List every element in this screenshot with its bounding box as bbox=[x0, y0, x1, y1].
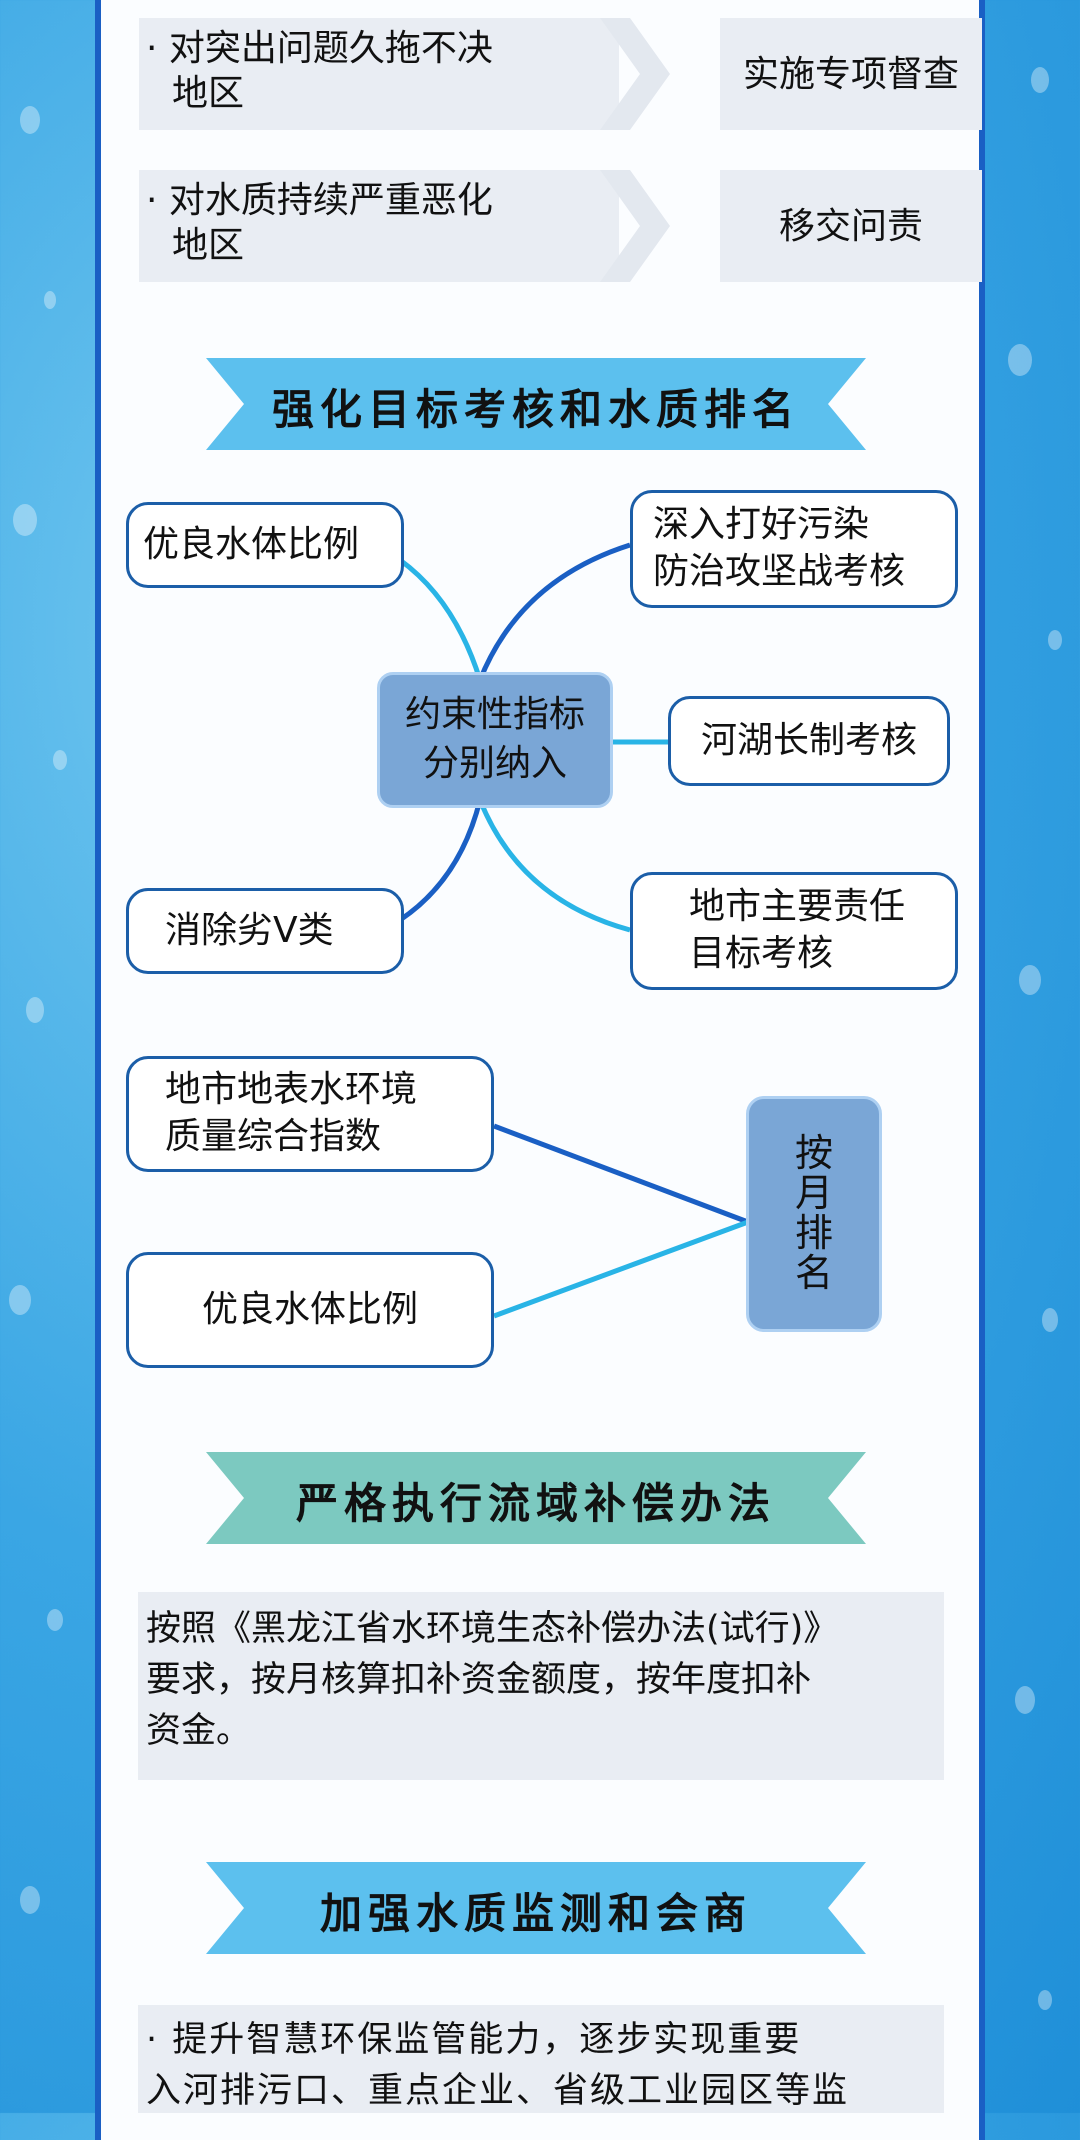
section-4-line-1: · 提升智慧环保监管能力，逐步实现重要 bbox=[146, 2020, 802, 2060]
center-node-line2: 分别纳入 bbox=[422, 743, 567, 784]
section-4-textbox: · 提升智慧环保监管能力，逐步实现重要 入河排污口、重点企业、省级工业园区等监 bbox=[138, 2005, 944, 2113]
center-node-line1: 约束性指标 bbox=[404, 694, 585, 736]
section-2-title: 强化目标考核和水质排名 bbox=[271, 385, 800, 434]
rank-node: 按 月 排 名 bbox=[746, 1096, 882, 1332]
rank-box-bottom: 优良水体比例 bbox=[126, 1252, 494, 1368]
section-3-banner bbox=[206, 1452, 866, 1544]
section-3-textbox: 按照《黑龙江省水环境生态补偿办法(试行)》 要求，按月核算扣补资金额度，按年度扣… bbox=[138, 1592, 944, 1780]
node-left-bottom-label: 消除劣V类 bbox=[165, 909, 334, 951]
row-2-right-text: 移交问责 bbox=[778, 205, 923, 247]
section-3-title: 严格执行流域补偿办法 bbox=[295, 1479, 776, 1528]
node-right-top-line1: 深入打好污染 bbox=[653, 504, 870, 546]
rank-box-top-line1: 地市地表水环境 bbox=[165, 1069, 418, 1111]
rank-node-char-3: 排 bbox=[794, 1211, 833, 1255]
row-1-left-line2: 地区 bbox=[172, 73, 245, 114]
center-node: 约束性指标 分别纳入 bbox=[377, 672, 613, 808]
node-right-bottom-line1: 地市主要责任 bbox=[689, 886, 906, 928]
row-2-right-box: 移交问责 bbox=[720, 170, 982, 282]
node-right-top-line2: 防治攻坚战考核 bbox=[653, 551, 906, 592]
node-right-mid: 河湖长制考核 bbox=[668, 696, 950, 786]
section-4-title: 加强水质监测和会商 bbox=[319, 1889, 752, 1938]
row-2-left-text: · 对水质持续严重恶化 地区 bbox=[146, 178, 616, 268]
node-right-mid-label: 河湖长制考核 bbox=[700, 719, 917, 761]
node-right-top: 深入打好污染 防治攻坚战考核 bbox=[630, 490, 958, 608]
row-1-right-box: 实施专项督查 bbox=[720, 18, 982, 130]
row-2-left-box bbox=[139, 170, 619, 282]
node-right-bottom-line2: 目标考核 bbox=[689, 933, 834, 974]
chevron-right-icon bbox=[600, 18, 670, 130]
rank-box-top-line2: 质量综合指数 bbox=[165, 1116, 382, 1157]
node-left-top-label: 优良水体比例 bbox=[143, 523, 360, 565]
section-3-line-2: 要求，按月核算扣补资金额度，按年度扣补 bbox=[146, 1659, 812, 1700]
node-left-top: 优良水体比例 bbox=[126, 502, 404, 588]
section-4-banner bbox=[206, 1862, 866, 1954]
rank-box-top: 地市地表水环境 质量综合指数 bbox=[126, 1056, 494, 1172]
rank-node-char-2: 月 bbox=[794, 1171, 833, 1216]
section-3-line-1: 按照《黑龙江省水环境生态补偿办法(试行)》 bbox=[146, 1609, 839, 1649]
section-4-line-2: 入河排污口、重点企业、省级工业园区等监 bbox=[146, 2070, 850, 2111]
section-3-line-3: 资金。 bbox=[146, 1710, 252, 1751]
rank-box-bottom-label: 优良水体比例 bbox=[201, 1288, 418, 1330]
row-2-left-line2: 地区 bbox=[172, 225, 245, 266]
row-1-left-line1: · 对突出问题久拖不决 bbox=[146, 28, 493, 69]
row-1-left-text: · 对突出问题久拖不决 地区 bbox=[146, 26, 616, 116]
row-1-right-text: 实施专项督查 bbox=[742, 53, 959, 95]
rank-node-char-1: 按 bbox=[794, 1131, 833, 1176]
row-2-left-line1: · 对水质持续严重恶化 bbox=[146, 180, 493, 221]
row-1-left-box bbox=[139, 18, 619, 130]
chevron-right-icon bbox=[600, 170, 670, 282]
rank-node-char-4: 名 bbox=[794, 1250, 833, 1295]
section-2-banner bbox=[206, 358, 866, 450]
node-right-bottom: 地市主要责任 目标考核 bbox=[630, 872, 958, 990]
node-left-bottom: 消除劣V类 bbox=[126, 888, 404, 974]
